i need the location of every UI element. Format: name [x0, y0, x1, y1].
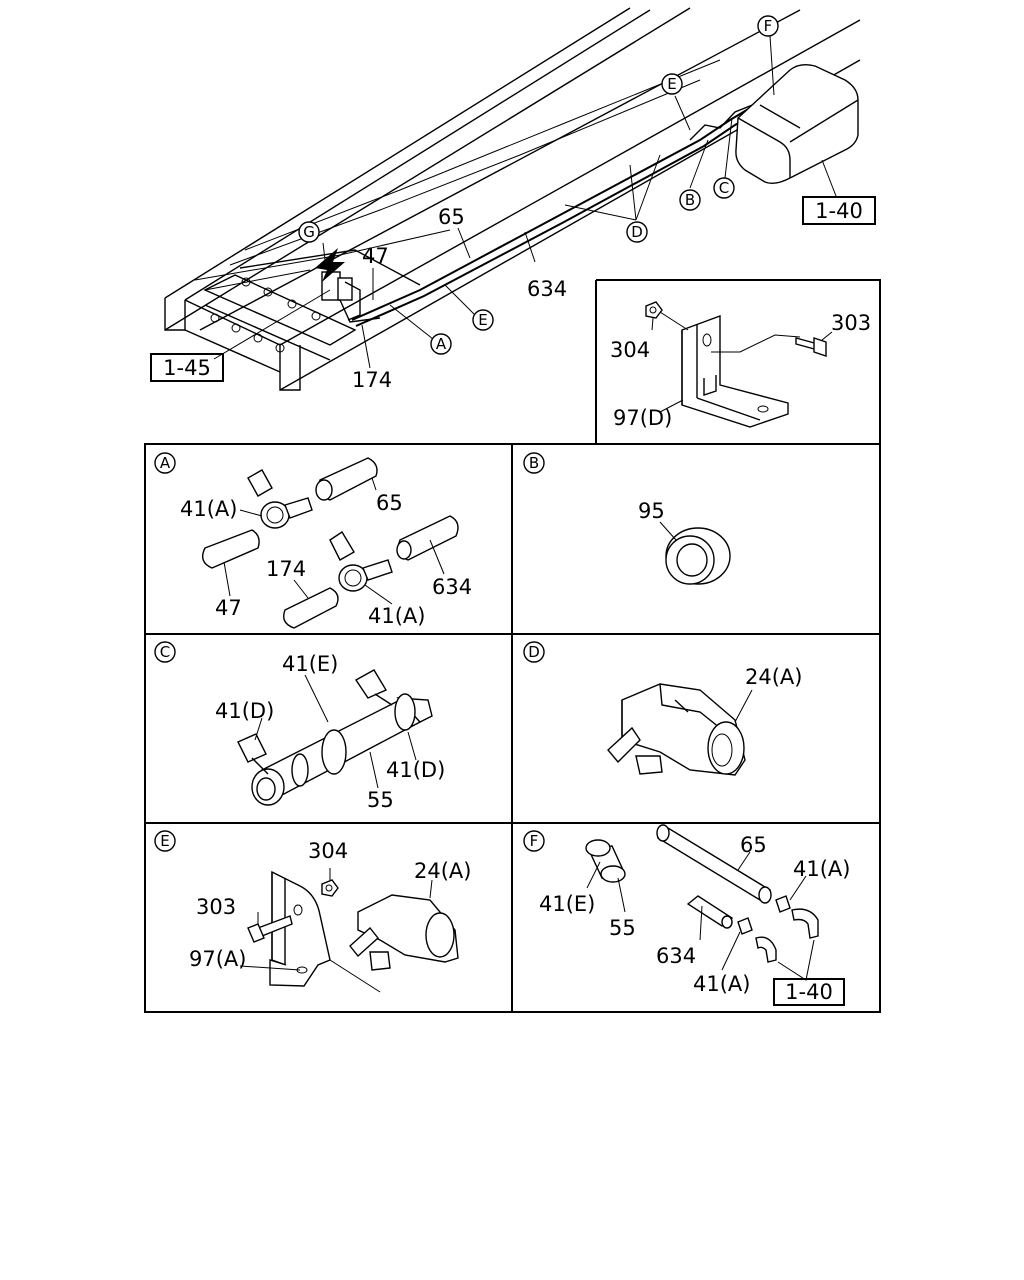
bolt-303 — [795, 337, 827, 357]
marker-g: G — [298, 221, 320, 243]
panel-e-callout-24a: 24(A) — [414, 859, 471, 883]
marker-d: D — [626, 221, 648, 243]
bolt-303 — [247, 915, 293, 943]
clamp-41a-lower — [737, 917, 753, 935]
detail-grid — [144, 443, 881, 1013]
panel-c-callout-41d-1: 41(D) — [215, 699, 274, 723]
panel-e-marker: E — [154, 830, 176, 852]
grommet-95 — [665, 527, 731, 585]
panel-c-callout-41e: 41(E) — [282, 652, 338, 676]
panel-a: A 41(A) 65 47 174 634 41(A) — [154, 452, 472, 629]
panel-d-callout-24a: 24(A) — [745, 665, 802, 689]
panel-e-callout-304: 304 — [308, 839, 348, 863]
svg-text:1-45: 1-45 — [163, 356, 211, 380]
callout-304: 304 — [610, 338, 650, 362]
panel-c-marker: C — [154, 641, 176, 663]
panel-f-callout-41e: 41(E) — [539, 892, 595, 916]
svg-text:G: G — [303, 223, 315, 241]
panel-a-callout-634: 634 — [432, 575, 472, 599]
view-arrow — [315, 248, 345, 282]
marker-e-mid: E — [472, 309, 494, 331]
panel-d: D 24(A) — [523, 641, 802, 776]
panel-f-callout-634: 634 — [656, 944, 696, 968]
pipe-55 — [251, 693, 433, 806]
nut-304 — [321, 879, 339, 897]
panel-e-callout-97a: 97(A) — [189, 947, 246, 971]
callout-174: 174 — [352, 368, 392, 392]
panel-a-marker: A — [154, 452, 176, 474]
svg-text:F: F — [764, 17, 773, 35]
svg-text:F: F — [530, 832, 539, 850]
callout-47: 47 — [362, 244, 389, 268]
panel-a-callout-47: 47 — [215, 596, 242, 620]
panel-f-callout-65: 65 — [740, 833, 767, 857]
main-assembly-view: G F E B C D E A 65 47 634 174 1-45 1-40 — [150, 7, 876, 392]
panel-f-marker: F — [523, 830, 545, 852]
panel-b: B 95 — [523, 452, 731, 585]
svg-text:D: D — [631, 223, 643, 241]
clip-24a — [607, 683, 746, 776]
hose-65 — [656, 824, 772, 904]
panel-f: F 65 41(A) — [523, 824, 850, 1006]
svg-text:B: B — [529, 454, 539, 472]
marker-a: A — [430, 333, 452, 355]
marker-c: C — [713, 177, 735, 199]
callout-634: 634 — [527, 277, 567, 301]
svg-text:A: A — [160, 454, 171, 472]
tank-fittings — [755, 908, 819, 963]
clamp-41d-left — [237, 733, 269, 775]
clip-24a — [349, 894, 459, 971]
clamp-41d-right — [354, 669, 393, 706]
panel-f-callout-55: 55 — [609, 916, 636, 940]
svg-text:E: E — [478, 311, 487, 329]
ref-1-45: 1-45 — [150, 353, 224, 382]
panel-a-callout-174: 174 — [266, 557, 306, 581]
svg-text:C: C — [719, 179, 729, 197]
pipe-55 — [585, 839, 626, 883]
panel-c: C 41(E) 41(D) 41(D) 55 — [154, 641, 445, 812]
panel-e-callout-303: 303 — [196, 895, 236, 919]
panel-c-callout-41d-2: 41(D) — [386, 758, 445, 782]
callout-97d: 97(D) — [613, 406, 672, 430]
nut-304 — [645, 301, 663, 319]
leaders — [213, 35, 837, 369]
panel-c-callout-55: 55 — [367, 788, 394, 812]
panel-f-callout-41a-2: 41(A) — [693, 972, 750, 996]
svg-text:D: D — [528, 643, 540, 661]
hose-634 — [686, 895, 734, 929]
clamp-41a-upper — [775, 895, 791, 913]
panel-a-callout-41a-2: 41(A) — [368, 604, 425, 628]
inset-bracket-view: 303 304 97(D) — [595, 279, 881, 443]
svg-text:1-40: 1-40 — [785, 980, 833, 1004]
fuel-tank — [735, 63, 859, 185]
marker-e-top: E — [661, 73, 683, 95]
callout-65: 65 — [438, 205, 465, 229]
svg-text:E: E — [160, 832, 169, 850]
svg-text:C: C — [160, 643, 170, 661]
chassis-frame — [164, 7, 861, 391]
svg-text:A: A — [436, 335, 447, 353]
panel-a-callout-41a-1: 41(A) — [180, 497, 237, 521]
panel-b-callout-95: 95 — [638, 499, 665, 523]
panel-e: E 304 24(A) 303 97(A) — [154, 830, 471, 993]
svg-text:B: B — [685, 191, 695, 209]
fuel-filter — [321, 271, 381, 323]
ref-1-40: 1-40 — [802, 196, 876, 225]
marker-b: B — [679, 189, 701, 211]
svg-text:E: E — [667, 75, 676, 93]
panel-d-marker: D — [523, 641, 545, 663]
panel-a-callout-65: 65 — [376, 491, 403, 515]
svg-text:1-40: 1-40 — [815, 199, 863, 223]
panel-f-ref-1-40: 1-40 — [773, 978, 845, 1006]
panel-f-callout-41a-1: 41(A) — [793, 857, 850, 881]
callout-303: 303 — [831, 311, 871, 335]
panel-b-marker: B — [523, 452, 545, 474]
marker-f: F — [757, 15, 779, 37]
